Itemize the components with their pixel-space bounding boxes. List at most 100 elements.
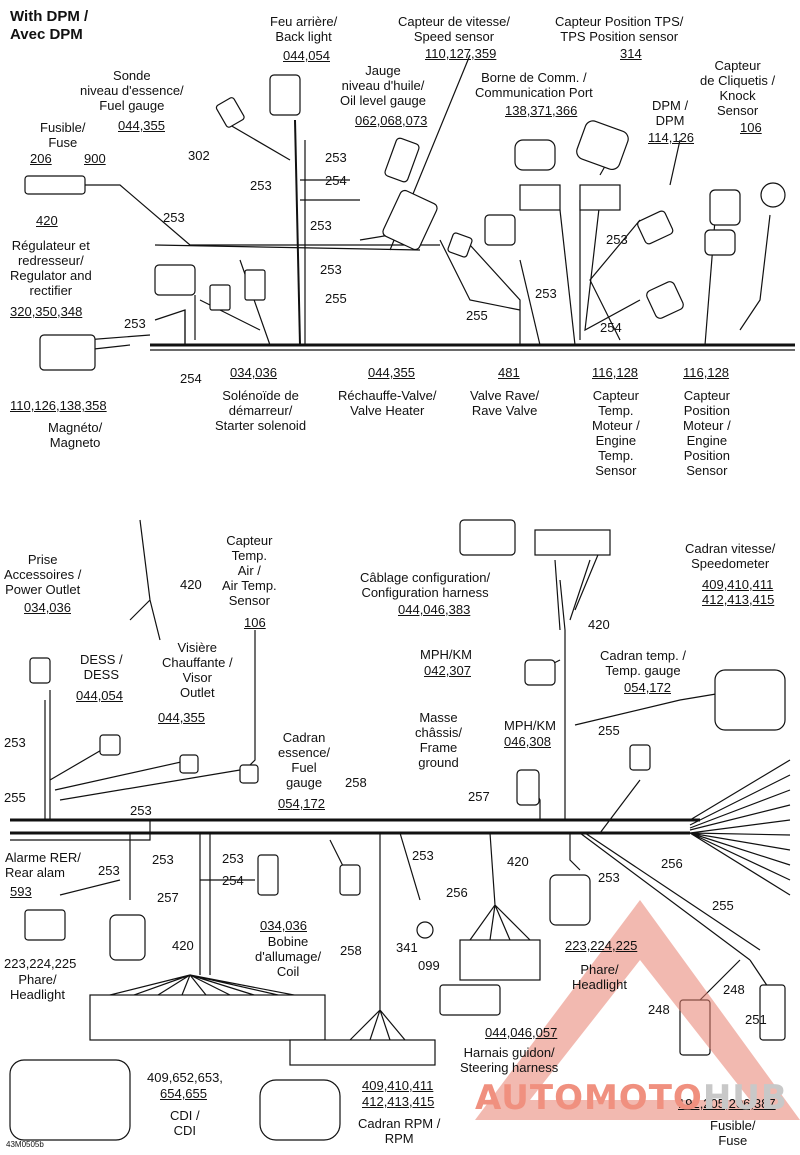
visiere-label: Visière Chauffante / Visor Outlet	[162, 640, 233, 700]
wire-420-a: 420	[180, 577, 202, 592]
mph-km-2-label: MPH/KM	[504, 718, 556, 733]
phare-right-ref: 223,224,225	[565, 938, 638, 953]
alarme-label: Alarme RER/ Rear alam	[5, 850, 81, 880]
fusible-bottom-label: Fusible/ Fuse	[710, 1118, 756, 1148]
mph-km-1-ref: 042,307	[424, 663, 471, 678]
masse-chassis-label: Masse châssis/ Frame ground	[415, 710, 462, 770]
wire-253-i: 253	[4, 735, 26, 750]
wire-256-b: 256	[661, 856, 683, 871]
position-moteur-ref: 116,128	[683, 365, 730, 380]
capteur-air-ref: 106	[244, 615, 266, 630]
regulateur-ref: 320,350,348	[10, 304, 83, 319]
wire-248-b: 248	[648, 1002, 670, 1017]
cadran-rpm-label: Cadran RPM / RPM	[358, 1116, 441, 1146]
wire-255-e: 255	[712, 898, 734, 913]
watermark-logo: AUTOMOTOHUB	[475, 1078, 788, 1118]
rechauffe-valve-ref: 044,355	[368, 365, 415, 380]
figure-code: 43M0505b	[6, 1140, 44, 1149]
cadran-temp-label: Cadran temp. / Temp. gauge	[600, 648, 686, 678]
logo-part2: HUB	[702, 1078, 788, 1118]
phare-left-label: Phare/ Headlight	[10, 972, 65, 1002]
wire-420-c: 420	[172, 938, 194, 953]
prise-accessoires-ref: 034,036	[24, 600, 71, 615]
wire-302: 302	[188, 148, 210, 163]
wire-253-d: 253	[163, 210, 185, 225]
dess-label: DESS / DESS	[80, 652, 123, 682]
wire-253-g: 253	[535, 286, 557, 301]
capteur-tps-ref: 314	[620, 46, 642, 61]
capteur-cliquetis-ref: 106	[740, 120, 762, 135]
valve-rave-ref: 481	[498, 365, 520, 380]
magneto-ref: 110,126,138,358	[10, 398, 107, 413]
bobine-label: Bobine d'allumage/ Coil	[255, 934, 322, 979]
alarme-ref: 593	[10, 884, 32, 899]
sonde-essence-ref: 044,355	[118, 118, 165, 133]
wire-253-l: 253	[98, 863, 120, 878]
header-line2: Avec DPM	[10, 26, 83, 43]
wire-255-d: 255	[598, 723, 620, 738]
sonde-essence-label: Sonde niveau d'essence/ Fuel gauge	[80, 68, 184, 113]
cadran-vitesse-label: Cadran vitesse/ Speedometer	[685, 541, 776, 571]
dpm-ref: 114,126	[648, 130, 695, 145]
wire-255-b: 255	[466, 308, 488, 323]
feu-arriere-ref: 044,054	[283, 48, 330, 63]
wire-255-a: 255	[325, 291, 347, 306]
solenoide-label: Solénoïde de démarreur/ Starter solenoid	[215, 388, 307, 433]
phare-left-ref: 223,224,225	[4, 956, 77, 971]
magneto-label: Magnéto/ Magneto	[48, 420, 103, 450]
wire-420-d: 420	[507, 854, 529, 869]
borne-comm-ref: 138,371,366	[505, 103, 578, 118]
cadran-essence-ref: 054,172	[278, 796, 325, 811]
wire-253-m: 253	[222, 851, 244, 866]
wire-253-c: 253	[310, 218, 332, 233]
wire-253-j: 253	[130, 803, 152, 818]
regulateur-label: Régulateur et redresseur/ Regulator and …	[10, 238, 92, 298]
jauge-huile-ref: 062,068,073	[355, 113, 428, 128]
wire-253-b: 253	[250, 178, 272, 193]
wire-099: 099	[418, 958, 440, 973]
phare-right-label: Phare/ Headlight	[572, 962, 627, 992]
mph-km-1-label: MPH/KM	[420, 647, 472, 662]
wire-255-c: 255	[4, 790, 26, 805]
wire-254-a: 254	[325, 173, 347, 188]
fusible-ref-b: 900	[84, 151, 106, 166]
wire-253-k: 253	[152, 852, 174, 867]
visiere-ref: 044,355	[158, 710, 205, 725]
fusible-ref-c: 420	[36, 213, 58, 228]
borne-comm-label: Borne de Comm. / Communication Port	[475, 70, 593, 100]
wire-251: 251	[745, 1012, 767, 1027]
cadran-essence-label: Cadran essence/ Fuel gauge	[278, 730, 331, 790]
cadran-temp-ref: 054,172	[624, 680, 671, 695]
capteur-vitesse-ref: 110,127,359	[425, 46, 497, 61]
wire-248-a: 248	[723, 982, 745, 997]
valve-rave-label: Valve Rave/ Rave Valve	[470, 388, 540, 418]
wire-253-o: 253	[598, 870, 620, 885]
cdi-ref2: 654,655	[160, 1086, 207, 1101]
mph-km-2-ref: 046,308	[504, 734, 551, 749]
wire-253-n: 253	[412, 848, 434, 863]
header-line1: With DPM /	[10, 8, 89, 25]
wire-254-b: 254	[180, 371, 202, 386]
temp-moteur-ref: 116,128	[592, 365, 639, 380]
wire-341: 341	[396, 940, 418, 955]
cadran-vitesse-ref1: 409,410,411	[702, 577, 774, 592]
wire-256-a: 256	[446, 885, 468, 900]
wire-253-e: 253	[320, 262, 342, 277]
harnais-guidon-ref: 044,046,057	[485, 1025, 558, 1040]
fusible-bottom-ref: 192,205,206,387	[678, 1096, 776, 1111]
capteur-vitesse-label: Capteur de vitesse/ Speed sensor	[398, 14, 511, 44]
cdi-label: CDI / CDI	[170, 1108, 200, 1138]
wire-258-a: 258	[345, 775, 367, 790]
cadran-rpm-ref1: 409,410,411	[362, 1078, 434, 1093]
solenoide-ref: 034,036	[230, 365, 277, 380]
cadran-rpm-ref2: 412,413,415	[362, 1094, 435, 1109]
fusible-label: Fusible/ Fuse	[40, 120, 86, 150]
wire-420-b: 420	[588, 617, 610, 632]
diagram-header: With DPM / Avec DPM	[10, 8, 88, 44]
cdi-ref1: 409,652,653,	[147, 1070, 223, 1085]
wire-257-a: 257	[468, 789, 490, 804]
wire-257-b: 257	[157, 890, 179, 905]
capteur-cliquetis-label: Capteur de Cliquetis / Knock Sensor	[700, 58, 776, 118]
